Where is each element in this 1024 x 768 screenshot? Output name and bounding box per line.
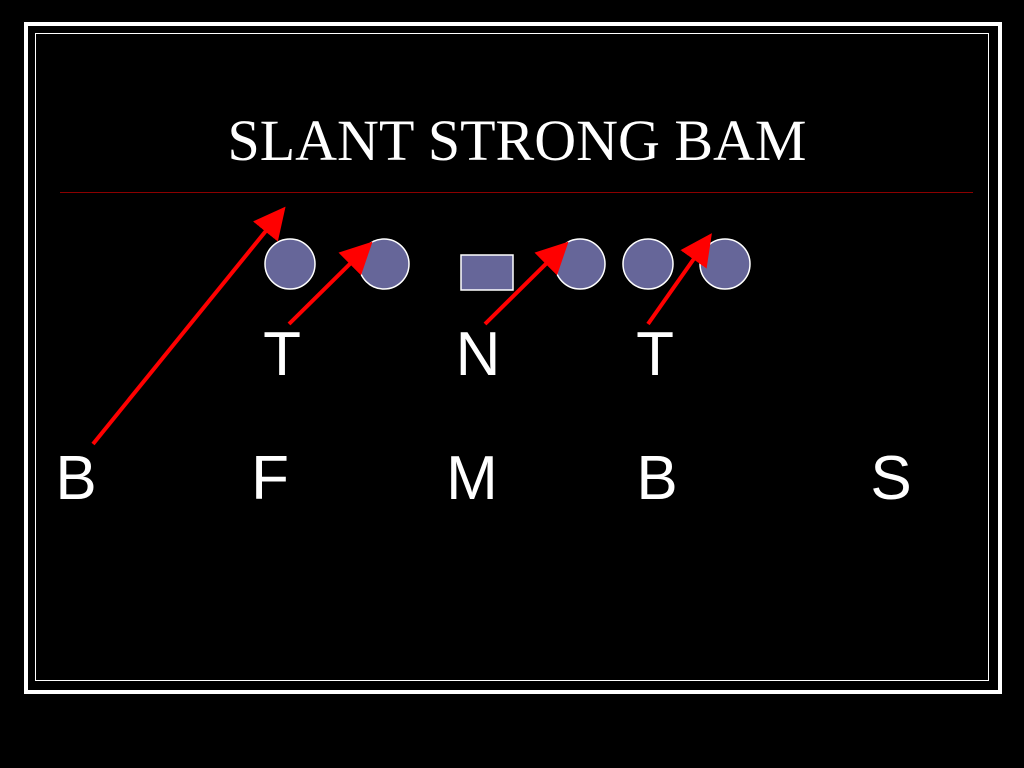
offensive-lineman: [264, 238, 316, 290]
slant-arrow: [483, 241, 569, 326]
title-divider: [60, 192, 973, 193]
slant-arrow: [646, 233, 712, 326]
offensive-lineman: [358, 238, 410, 290]
linebacker-label-s: S: [870, 444, 912, 513]
center-marker: [460, 254, 514, 291]
linebacker-label-b-left: B: [55, 444, 97, 513]
defender-label-nose: N: [455, 320, 501, 389]
slide-inner-border: [35, 33, 989, 681]
offensive-lineman: [699, 238, 751, 290]
slant-arrow: [287, 241, 373, 326]
linebacker-label-f: F: [251, 444, 289, 513]
slide-outer-border: [24, 22, 1002, 694]
slide-title: SLANT STRONG BAM: [227, 108, 807, 173]
linebacker-label-m: M: [446, 444, 498, 513]
defender-label-tackle-left: T: [263, 320, 301, 389]
offensive-lineman: [554, 238, 606, 290]
offensive-lineman: [622, 238, 674, 290]
defender-label-tackle-right: T: [636, 320, 674, 389]
linebacker-label-b-right: B: [636, 444, 678, 513]
slant-arrow: [91, 206, 286, 446]
